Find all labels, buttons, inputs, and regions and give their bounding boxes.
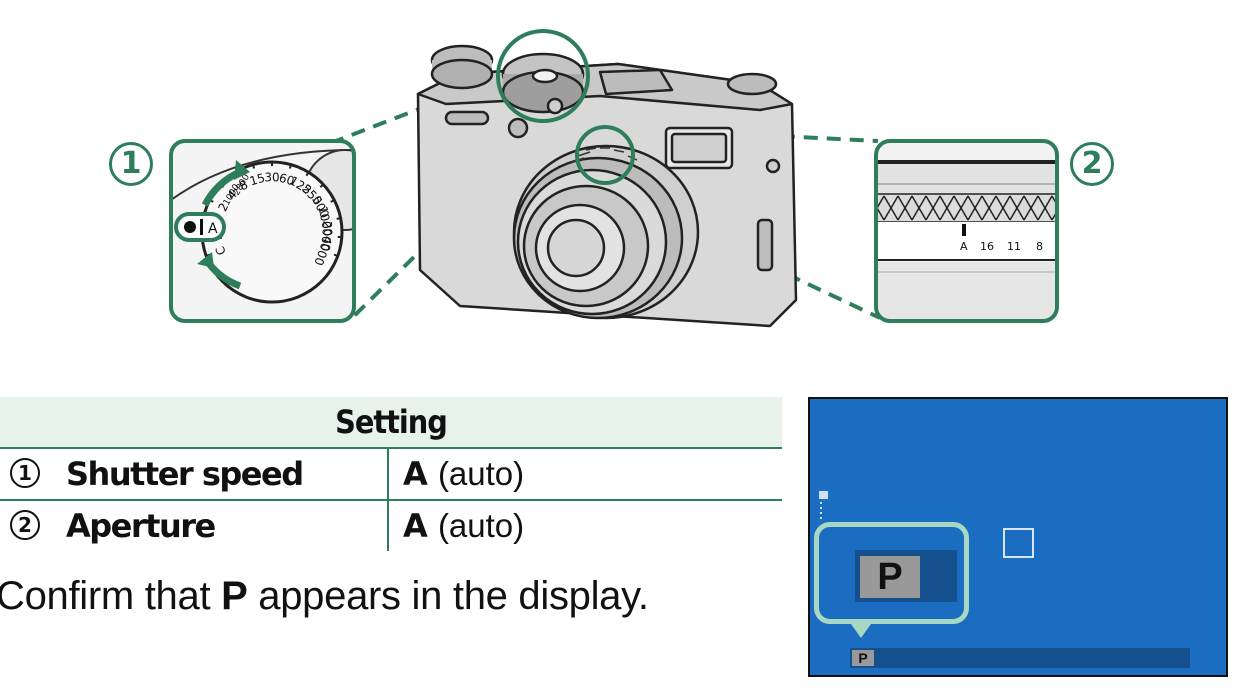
bottom-mode-indicator: P [852,650,874,666]
instruction-text: Confirm that P appears in the display. [0,574,649,619]
bottom-info-bar [850,648,1190,668]
aperture-label: A [960,240,968,253]
camera-body [416,44,798,328]
table-row: 1 Shutter speed A (auto) [0,448,782,501]
dial-tick [319,183,324,188]
row-number: 2 [10,510,40,540]
dial-speed-label: 1000 [316,205,336,238]
setting-name: Aperture [66,507,216,545]
camera-lcd-display: P P [808,397,1228,677]
dial-index-letter: A [208,221,218,237]
row-value-cell: A (auto) [388,500,782,551]
dial-speed-label: 2000 [318,220,334,252]
setting-value: A [403,507,428,545]
settings-table: Setting 1 Shutter speed A (auto) 2 Apertur… [0,397,782,551]
dial-tick [336,217,341,220]
dial-speed-label: 60 [277,171,295,189]
instruction-after: appears in the display. [247,574,649,618]
dial-tick [288,164,292,169]
focus-frame [1003,528,1034,558]
setting-value-note: (auto) [437,455,525,492]
dial-speed-label: 15 [248,171,266,189]
aperture-label: 11 [1007,240,1021,253]
dial-tick [330,199,335,203]
row-number: 1 [10,458,40,488]
callout-number-1: 1 [109,142,153,186]
callout-number-2: 2 [1070,142,1114,186]
ring-highlight-circle [575,125,635,185]
dial-highlight-circle [496,29,590,123]
dial-tick [305,171,310,177]
instruction-mode-letter: P [221,574,248,618]
camera-illustration: CBT2481530601252505001000200040002800100… [169,29,1059,328]
setting-value: A [403,455,428,493]
aperture-label: 8 [1036,240,1043,253]
side-indicator-icon [819,491,828,519]
table-header: Setting [0,397,782,449]
setting-name: Shutter speed [66,455,304,493]
row-value-cell: A (auto) [388,448,782,501]
table-row: 2 Aperture A (auto) [0,500,782,551]
setting-value-note: (auto) [437,507,525,544]
aperture-label: 16 [980,240,994,253]
dial-tick [333,253,339,257]
shutter-dial-inset: CBT2481530601252505001000200040002800100… [169,139,356,323]
shooting-mode-indicator: P [860,556,920,598]
aperture-ring-inset: A 16 11 8 [874,139,1059,323]
instruction-before: Confirm that [0,574,222,618]
row-label-cell: 2 Aperture [0,500,389,551]
row-label-cell: 1 Shutter speed [0,448,389,501]
dial-speed-label: 30 [264,171,279,185]
callout-pointer [851,624,871,638]
dial-tick [252,164,256,169]
aperture-labels: A 16 11 8 [960,240,1043,253]
